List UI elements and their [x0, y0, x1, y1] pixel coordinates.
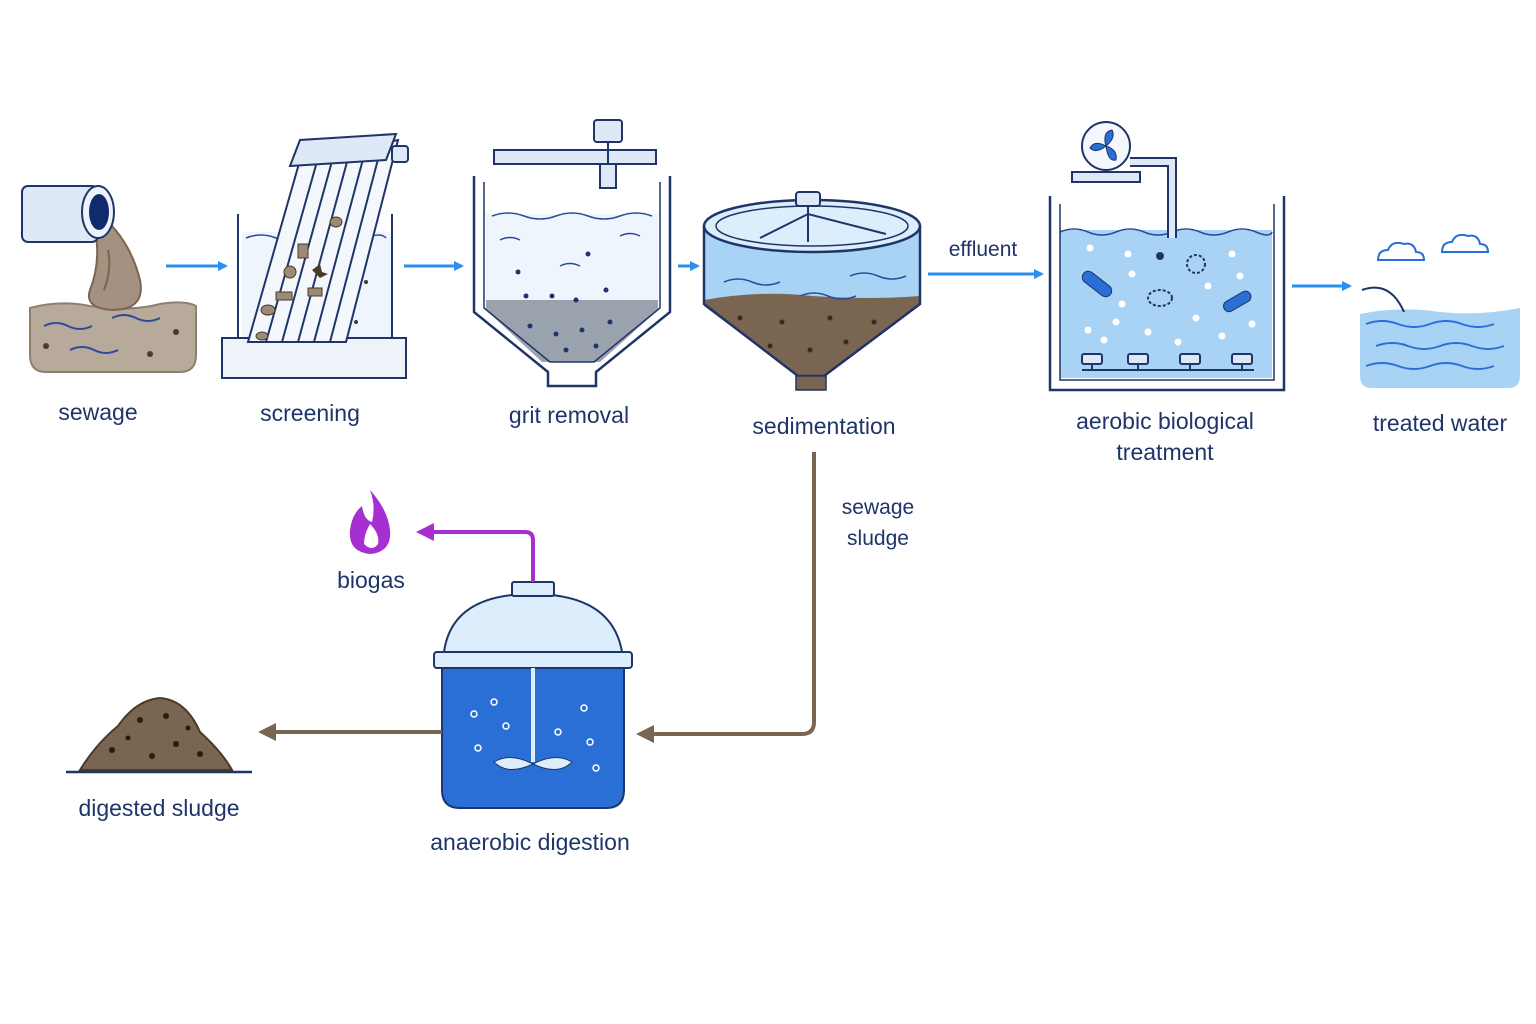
arrow-digester-to-biogas: [416, 523, 535, 548]
arrow-sludge-to-digester: [636, 452, 816, 743]
label-aerobic-line2: treatment: [1116, 439, 1214, 465]
label-treated-water: treated water: [1372, 410, 1508, 436]
sewage-illustration: [21, 185, 197, 373]
label-digested-sludge: digested sludge: [78, 795, 240, 821]
flame-icon: [349, 490, 391, 554]
cloud-icon: [1376, 241, 1426, 261]
screening-illustration: [221, 132, 409, 379]
grit-removal-illustration: [472, 119, 672, 388]
cloud-icon-2: [1440, 233, 1490, 253]
flow-arrows: [166, 261, 1352, 743]
sludge-pile-illustration: [66, 696, 252, 774]
label-sewage: sewage: [58, 399, 138, 425]
label-biogas: biogas: [337, 567, 405, 593]
aerobic-treatment-illustration: [1048, 121, 1286, 392]
label-grit-removal: grit removal: [508, 402, 630, 428]
treated-water-illustration: [1360, 233, 1520, 388]
label-sedimentation: sedimentation: [752, 413, 896, 439]
label-anaerobic-digestion: anaerobic digestion: [430, 829, 630, 855]
label-sewage-sludge-line1: sewage: [841, 496, 915, 519]
sedimentation-illustration: [702, 191, 922, 391]
label-screening: screening: [260, 400, 360, 426]
label-aerobic-line1: aerobic biological: [1076, 408, 1254, 434]
label-effluent: effluent: [948, 238, 1018, 261]
label-sewage-sludge-line2: sludge: [847, 527, 909, 550]
anaerobic-digester-illustration: [433, 546, 633, 809]
